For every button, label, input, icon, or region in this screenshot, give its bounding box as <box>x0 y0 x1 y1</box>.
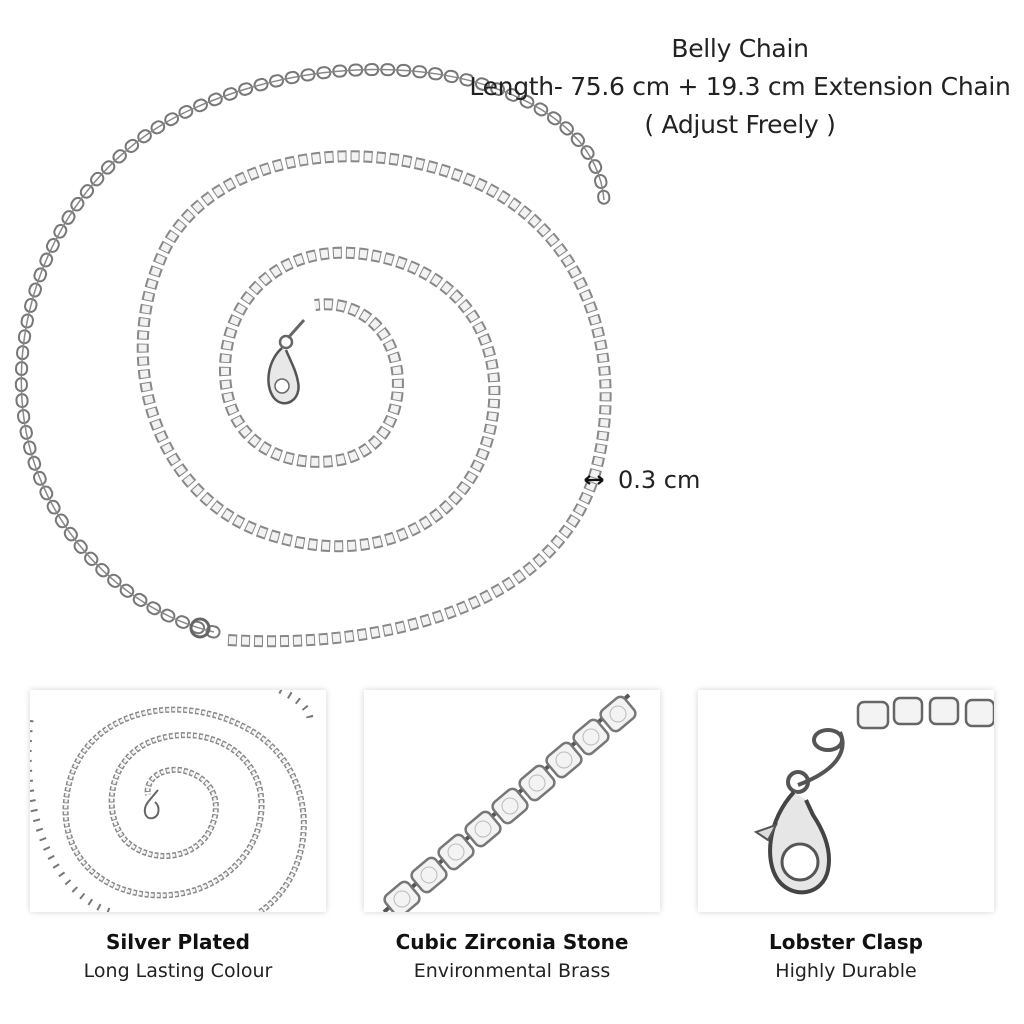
feature-subtitle: Highly Durable <box>775 960 917 982</box>
spiral-chain-illustration <box>14 63 612 648</box>
feature-caption-3: Lobster Clasp Highly Durable <box>686 928 1006 986</box>
product-name: Belly Chain <box>671 34 809 63</box>
width-measurement: 0.3 cm <box>584 466 700 494</box>
double-arrow-icon <box>584 475 604 485</box>
feature-title: Silver Plated <box>106 930 250 954</box>
width-label: 0.3 cm <box>618 466 701 494</box>
feature-image-silver-plated <box>30 690 326 912</box>
feature-title: Lobster Clasp <box>769 930 923 954</box>
adjust-note: ( Adjust Freely ) <box>644 110 836 139</box>
feature-image-cubic-zirconia <box>364 690 660 912</box>
feature-subtitle: Environmental Brass <box>413 960 611 982</box>
lobster-clasp-icon <box>267 319 306 405</box>
hero-product-image <box>14 63 612 648</box>
feature-subtitle: Long Lasting Colour <box>83 960 273 982</box>
length-spec: Length- 75.6 cm + 19.3 cm Extension Chai… <box>469 72 1011 101</box>
product-title-block: Belly Chain Length- 75.6 cm + 19.3 cm Ex… <box>440 30 1024 144</box>
feature-caption-2: Cubic Zirconia Stone Environmental Brass <box>352 928 672 986</box>
feature-caption-1: Silver Plated Long Lasting Colour <box>18 928 338 986</box>
feature-title: Cubic Zirconia Stone <box>395 930 629 954</box>
feature-image-lobster-clasp <box>698 690 994 912</box>
